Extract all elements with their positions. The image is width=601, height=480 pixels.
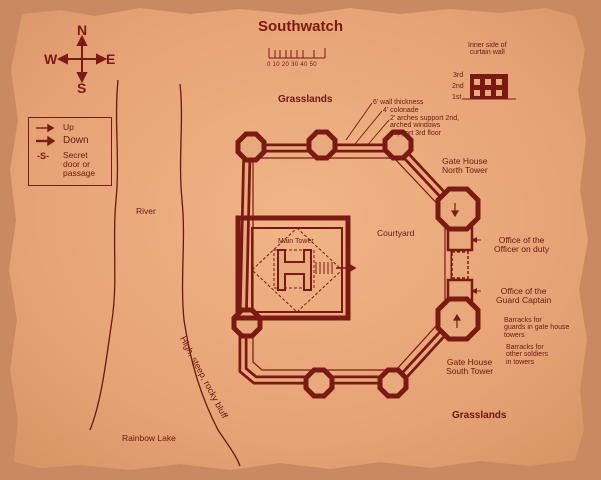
parchment-sheet	[9, 8, 588, 470]
colonnade-note: 4' colonade	[383, 107, 419, 114]
legend-arrows-icon	[36, 123, 56, 147]
scale-bar	[268, 48, 326, 59]
floor-3rd-label: 3rd	[453, 72, 464, 79]
barracks-other-label: Barracks for other soldiers in towers	[506, 344, 549, 366]
legend-up-label: Up	[63, 122, 74, 132]
rainbow-lake-label: Rainbow Lake	[122, 433, 176, 443]
compass-north: N	[77, 22, 88, 38]
floor-2nd-label: 2nd	[452, 83, 464, 90]
gate-house-north-label: Gate House North Tower	[442, 156, 488, 175]
main-tower-label: Main Tower	[278, 238, 314, 245]
grasslands-north-label: Grasslands	[278, 94, 333, 105]
curtain-wall-note: Inner side of curtain wall	[468, 42, 507, 57]
tower-s1	[303, 367, 335, 399]
river-east-bank	[179, 83, 241, 467]
tower-s2	[377, 367, 409, 399]
arches-note: 2' arches support 2nd, arched windows su…	[390, 115, 460, 137]
tower-nw	[235, 131, 267, 163]
compass-west: W	[44, 51, 58, 67]
river-west-bank	[89, 79, 119, 431]
stair-marks	[450, 203, 462, 328]
legend-down-label: Down	[63, 135, 89, 146]
tower-n1	[306, 129, 338, 161]
leader-lines	[345, 102, 481, 292]
main-tower-keep	[235, 215, 357, 321]
curtain-wall-elevation-icon	[462, 74, 516, 100]
courtyard-label: Courtyard	[377, 228, 415, 238]
compass-east: E	[106, 51, 116, 67]
legend-secret-symbol: -S-	[37, 151, 49, 161]
towers	[231, 129, 481, 399]
tower-n2	[382, 129, 414, 161]
grasslands-south-label: Grasslands	[452, 410, 507, 421]
map-title: Southwatch	[258, 18, 343, 35]
office-captain-label: Office of the Guard Captain	[496, 286, 552, 305]
legend-secret-label: Secret door or passage	[63, 150, 96, 178]
gate-house-north-tower	[435, 186, 481, 232]
compass-rose-icon	[56, 34, 108, 84]
wall-thickness-note: 6' wall thickness	[373, 99, 424, 106]
gate-house-south-label: Gate House South Tower	[446, 357, 494, 376]
barracks-gate-label: Barracks for guards in gate house towers	[504, 317, 570, 339]
scale-tick-labels: 0 10 20 30 40 50	[267, 62, 317, 68]
floor-1st-label: 1st	[452, 94, 462, 101]
terrain-lines	[89, 79, 241, 467]
compass-south: S	[77, 80, 87, 96]
river-label: River	[136, 206, 156, 216]
office-pointer-arrows	[471, 237, 477, 294]
office-duty-label: Office of the Officer on duty	[494, 235, 550, 254]
legend: Up Down -S- Secret door or passage	[28, 117, 112, 186]
